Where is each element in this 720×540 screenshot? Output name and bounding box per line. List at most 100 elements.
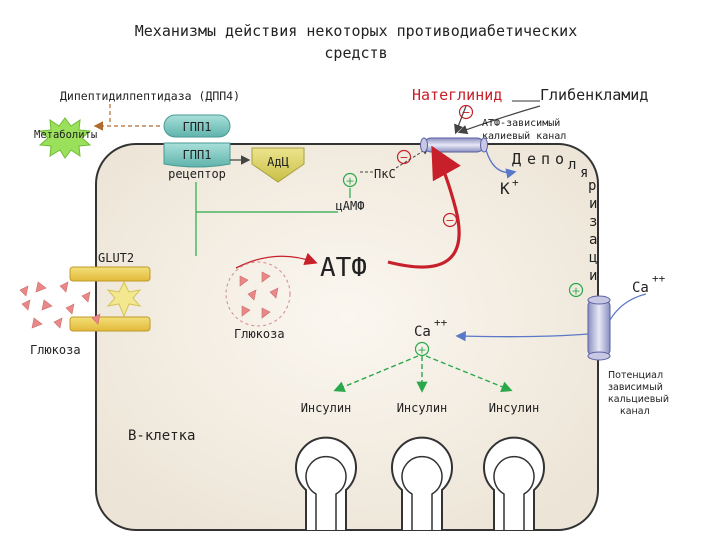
glucose-triangle: [239, 275, 249, 287]
katp-label-1: АТФ-зависимый: [482, 117, 560, 129]
glucose-triangle: [65, 303, 75, 315]
calcium-entry-line: [609, 293, 647, 321]
title-line-2: средств: [324, 44, 387, 62]
insulin-vesicle-2: Инсулин: [391, 401, 453, 530]
potassium-label: К: [500, 179, 510, 198]
exocytosis-arrow-1: [333, 355, 419, 392]
depol-char: л: [568, 157, 576, 173]
atp-label: АТФ: [320, 253, 367, 283]
depol-char: з: [589, 214, 597, 230]
glucose-triangle: [247, 289, 257, 301]
adenylate-cyclase: [251, 147, 305, 183]
katp-channel: [423, 137, 485, 153]
glut2-pore-glow: [106, 280, 142, 318]
glucose-triangle: [35, 281, 47, 293]
insulin-label: Инсулин: [489, 401, 540, 415]
glucose-triangle: [269, 287, 279, 299]
calcium-channel-cap-bottom: [587, 351, 611, 361]
glucose-to-atp-arrow: [235, 252, 318, 269]
glucose-triangle: [59, 281, 69, 293]
glut2-label: GLUT2: [98, 251, 134, 265]
glibenclamide-label: Глибенкламид: [540, 86, 648, 104]
insulin-label: Инсулин: [301, 401, 352, 415]
calcium-channel-label-4: канал: [620, 406, 650, 417]
nateglinide-to-channel: [454, 105, 467, 135]
depol-plus-circle: [568, 282, 584, 298]
glucose-inside-label: Глюкоза: [234, 327, 285, 341]
pkc-minus-circle: [396, 149, 412, 165]
calcium-influx-arrow: [455, 330, 589, 342]
depolarization-label: Д е п о л я р и з а ц и: [512, 150, 597, 284]
glucose-triangle: [91, 313, 101, 325]
glibenclamide-to-channel: [457, 105, 541, 135]
glucose-triangle: [81, 291, 91, 303]
katp-channel-cap-left: [420, 137, 428, 153]
glucose-triangle: [261, 307, 271, 319]
glucose-triangle: [21, 299, 31, 311]
glut2-lower: [69, 316, 151, 332]
depol-char: Д: [512, 150, 521, 168]
calcium-inside-charge: ++: [434, 316, 448, 329]
camp-plus-sign: +: [345, 175, 354, 188]
depol-char: о: [555, 150, 564, 168]
insulin-label: Инсулин: [397, 401, 448, 415]
depol-char: а: [589, 232, 597, 248]
glp1-label: ГПП1: [183, 120, 212, 134]
pkc-label: ПкС: [374, 167, 396, 181]
adc-label: АдЦ: [267, 155, 289, 169]
calcium-outside-charge: ++: [652, 272, 666, 285]
glp1-receptor: [163, 142, 231, 168]
atp-minus-circle: [442, 212, 458, 228]
drug-minus-circle: [458, 104, 474, 120]
calcium-plus-sign: +: [417, 344, 426, 357]
glucose-triangle: [53, 317, 63, 329]
potassium-efflux-arrow: [485, 149, 517, 179]
beta-cell-label: В-клетка: [128, 428, 195, 444]
camp-label: цАМФ: [336, 199, 365, 213]
glucose-triangle: [31, 317, 43, 329]
depol-char: и: [589, 196, 597, 212]
depol-char: е: [527, 150, 536, 168]
calcium-channel-label-1: Потенциал: [608, 370, 663, 381]
drug-minus-sign: −: [461, 106, 470, 119]
glp1-hormone: [163, 114, 231, 138]
pkc-minus-sign: −: [399, 151, 408, 164]
nateglinide-label: Натеглинид: [412, 86, 502, 104]
calcium-outside-label: Са: [632, 280, 649, 296]
metabolites-label: Метаболиты: [34, 129, 97, 141]
title-line-1: Механизмы действия некоторых противодиаб…: [135, 22, 578, 40]
glucose-triangle: [241, 305, 251, 317]
katp-channel-cap-right: [480, 137, 488, 153]
glut2-upper: [69, 266, 151, 282]
calcium-channel-cap-top: [587, 295, 611, 305]
insulin-vesicle-1: Инсулин: [295, 401, 357, 530]
calcium-inside-label: Са: [414, 324, 431, 340]
depol-char: я: [580, 165, 588, 181]
intracellular-glucose: [239, 271, 279, 319]
depol-char: и: [589, 268, 597, 284]
atp-inhibition-arrow: [387, 145, 461, 269]
calcium-plus-circle: [414, 341, 430, 357]
glp1-receptor-label-2: рецептор: [168, 167, 226, 181]
calcium-channel-label-3: кальциевый: [608, 394, 669, 405]
potassium-charge: +: [512, 176, 519, 189]
depol-plus-sign: +: [571, 285, 580, 298]
katp-label-2: калиевый канал: [482, 130, 566, 142]
insulin-vesicle-3: Инсулин: [483, 401, 545, 530]
calcium-channel-label-2: зависимый: [608, 382, 663, 393]
atp-minus-sign: −: [445, 214, 454, 227]
depol-char: ц: [589, 250, 597, 266]
glucose-triangle: [41, 299, 53, 311]
camp-plus-circle: [342, 172, 358, 188]
dpp4-label: Дипептидилпептидаза (ДПП4): [60, 89, 240, 103]
glp1-receptor-label-1: ГПП1: [183, 148, 212, 162]
exocytosis-arrow-3: [425, 355, 513, 393]
glucose-triangle: [261, 271, 271, 283]
glucose-outside-label: Глюкоза: [30, 343, 81, 357]
extracellular-glucose: [19, 281, 101, 329]
glucose-triangle: [19, 285, 29, 297]
depol-char: р: [588, 178, 596, 194]
glucose-pool: [225, 261, 291, 327]
